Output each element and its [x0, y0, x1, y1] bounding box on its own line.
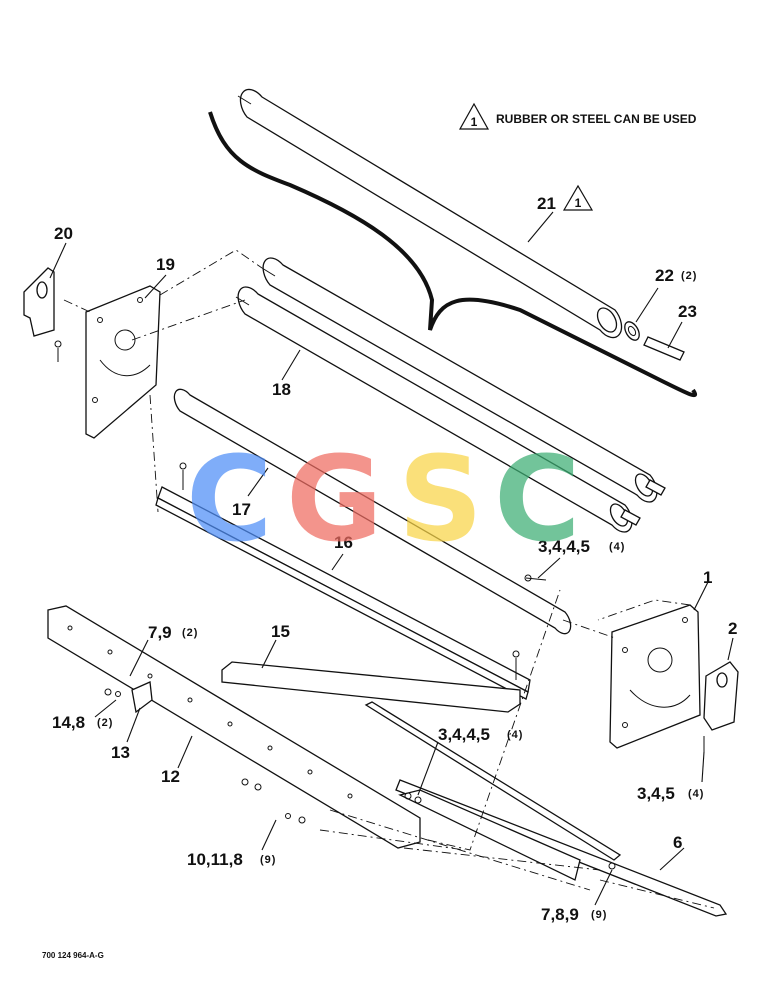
bracket-13 — [131, 681, 153, 714]
callout-12: 12 — [161, 767, 180, 786]
document-number: 700 124 964-A-G — [42, 951, 104, 960]
callout-3445-upper: 3,4,4,5 — [538, 537, 590, 556]
callout-16: 16 — [334, 533, 353, 552]
callout-148-qty: (2) — [97, 717, 113, 729]
side-plate-1 — [609, 604, 701, 749]
callout-15: 15 — [271, 622, 290, 641]
callout-21-flag: 1 — [575, 196, 582, 210]
rail-strip — [364, 701, 622, 881]
leader-lines — [49, 211, 734, 906]
watermark-letter-4: C — [494, 430, 581, 568]
callout-20: 20 — [54, 224, 73, 243]
callout-2: 2 — [728, 619, 737, 638]
bearing-22 — [624, 321, 640, 341]
shaft-23 — [643, 336, 685, 361]
callout-21-flag-triangle — [562, 184, 594, 211]
callout-345: 3,4,5 — [637, 784, 675, 803]
callout-3445-upper-qty: (4) — [609, 541, 625, 553]
callout-6: 6 — [673, 833, 682, 852]
bar-15 — [221, 661, 521, 713]
callout-21: 21 — [537, 194, 556, 213]
note-text: RUBBER OR STEEL CAN BE USED — [496, 112, 697, 126]
callout-345-qty: (4) — [688, 788, 704, 800]
callout-789-qty: (9) — [591, 909, 607, 921]
callout-79-qty: (2) — [182, 627, 198, 639]
callout-148: 14,8 — [52, 713, 85, 732]
note-flag-triangle — [458, 102, 490, 130]
panel-12 — [47, 605, 421, 849]
callout-10118: 10,11,8 — [187, 850, 243, 869]
callout-789: 7,8,9 — [541, 905, 579, 924]
callout-22: 22 — [655, 266, 674, 285]
callout-19: 19 — [156, 255, 175, 274]
callout-3445-lower: 3,4,4,5 — [438, 725, 490, 744]
bracket-2 — [703, 661, 739, 752]
callout-18: 18 — [272, 380, 291, 399]
side-plate-19 — [85, 285, 161, 439]
roller-18-upper — [261, 257, 666, 503]
callout-10118-qty: (9) — [260, 854, 276, 866]
fastener-set-small — [104, 688, 616, 870]
note-flag-number: 1 — [471, 115, 478, 129]
roller-21 — [237, 88, 623, 339]
callout-22-qty: (2) — [681, 270, 697, 282]
callout-13: 13 — [111, 743, 130, 762]
watermark-logo: C G S C — [186, 430, 581, 568]
bracket-20 — [23, 267, 62, 362]
callout-23: 23 — [678, 302, 697, 321]
watermark-letter-3: S — [398, 430, 483, 568]
callout-17: 17 — [232, 500, 251, 519]
strip-6 — [395, 779, 728, 917]
callout-1: 1 — [703, 568, 712, 587]
watermark-letter-1: C — [186, 430, 273, 568]
watermark-letter-2: G — [286, 430, 383, 568]
channel-16 — [155, 462, 531, 700]
note: 1 RUBBER OR STEEL CAN BE USED — [458, 102, 697, 130]
callout-79: 7,9 — [148, 623, 172, 642]
callout-3445-lower-qty: (4) — [507, 729, 523, 741]
option-bracket — [208, 111, 698, 398]
